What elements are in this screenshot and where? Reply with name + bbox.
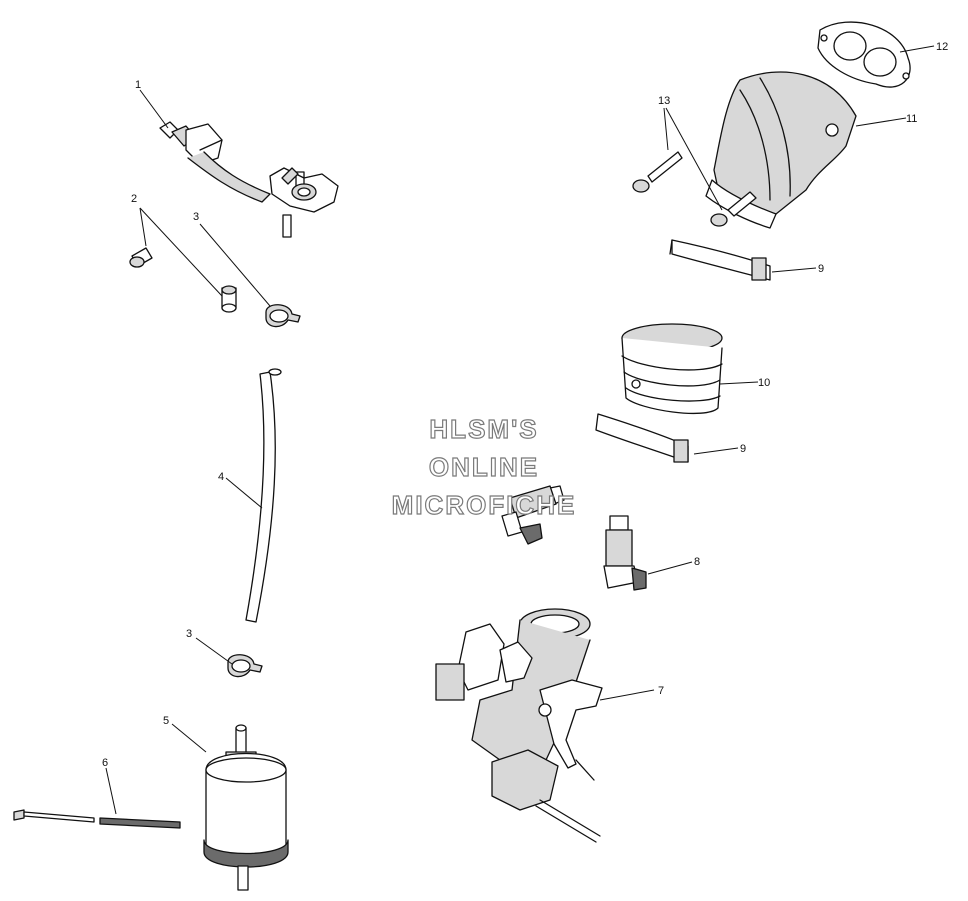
callout-4[interactable]: 4 — [218, 471, 224, 483]
intake-gasket[interactable] — [817, 21, 911, 88]
watermark-line-1: HLSM'S — [429, 414, 538, 444]
callouts: 1 2 3 4 3 5 6 7 8 9 9 10 11 12 13 — [102, 41, 948, 769]
callout-3a[interactable]: 3 — [193, 211, 199, 223]
callout-9b[interactable]: 9 — [740, 443, 746, 455]
callout-12[interactable]: 12 — [936, 41, 948, 53]
fuel-rail-hose-assembly[interactable] — [159, 121, 339, 238]
callout-10[interactable]: 10 — [758, 377, 770, 389]
intake-boot[interactable] — [621, 323, 723, 414]
intake-clamp-9b[interactable] — [595, 413, 689, 463]
callout-2[interactable]: 2 — [131, 193, 137, 205]
callout-7[interactable]: 7 — [658, 685, 664, 697]
hose-clamp-3b[interactable] — [227, 654, 263, 678]
watermark-line-2: ONLINE — [429, 452, 539, 482]
callout-9a[interactable]: 9 — [818, 263, 824, 275]
hose-clamp-3a[interactable] — [265, 304, 301, 328]
fuel-injector-right[interactable] — [603, 515, 647, 591]
intake-clamp-9a[interactable] — [669, 239, 771, 281]
callout-6[interactable]: 6 — [102, 757, 108, 769]
fuel-hose[interactable] — [245, 368, 282, 623]
watermark: HLSM'S ONLINE MICROFICHE — [391, 413, 577, 520]
fuel-injector-left[interactable] — [501, 485, 565, 545]
cable-tie[interactable] — [13, 809, 181, 829]
screw-2b[interactable] — [221, 285, 237, 313]
callout-8[interactable]: 8 — [694, 556, 700, 568]
callout-11[interactable]: 11 — [906, 113, 917, 125]
callout-1[interactable]: 1 — [135, 79, 141, 91]
watermark-line-3: MICROFICHE — [392, 490, 577, 520]
bolt-13a[interactable] — [632, 151, 683, 193]
callout-13[interactable]: 13 — [658, 95, 670, 107]
callout-3b[interactable]: 3 — [186, 628, 192, 640]
intake-adapter[interactable] — [705, 71, 857, 229]
callout-5[interactable]: 5 — [163, 715, 169, 727]
leader-lines — [105, 45, 935, 815]
fuel-filter[interactable] — [203, 724, 289, 891]
bolt-13b[interactable] — [710, 191, 757, 227]
screw-2a[interactable] — [129, 247, 153, 268]
throttle-body[interactable] — [435, 608, 603, 843]
